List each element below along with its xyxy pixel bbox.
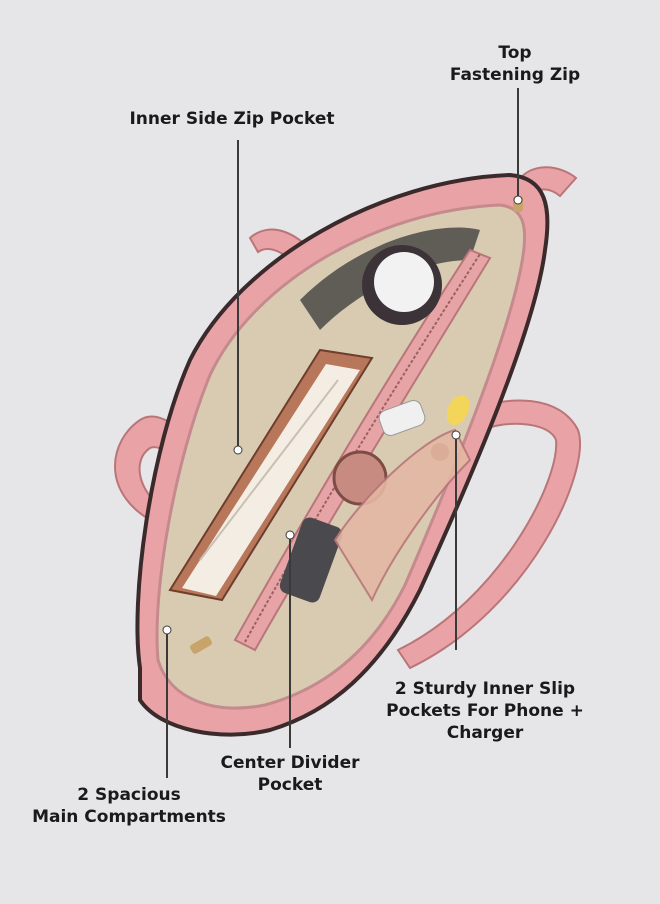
marker-inner-side (233, 445, 243, 455)
phone (279, 517, 343, 603)
callout-main-line-1: 2 Spacious (77, 785, 181, 805)
callout-slip-line-1: 2 Sturdy Inner Slip (394, 679, 576, 699)
earbuds-case (378, 400, 426, 436)
callout-divider-line-2: Pocket (257, 775, 323, 795)
callout-main-line-2: Main Compartments (32, 807, 226, 827)
slip-pocket (333, 428, 472, 603)
book (168, 348, 374, 602)
callout-divider-line-1: Center Divider (220, 753, 360, 773)
right-handle-front (396, 399, 581, 670)
callout-top-line-2: Fastening Zip (449, 65, 581, 85)
callout-side-line-1: Inner Side Zip Pocket (129, 109, 335, 129)
callout-main-compartments: 2 Spacious Main Compartments (24, 784, 234, 828)
marker-slip (451, 430, 461, 440)
marker-top-zip (513, 195, 523, 205)
callout-center-divider-pocket: Center Divider Pocket (210, 752, 370, 796)
callout-slip-line-2: Pockets For Phone + (386, 701, 584, 721)
callout-top-line-1: Top (498, 43, 532, 63)
yellow-item (446, 394, 470, 426)
callout-inner-side-zip-pocket: Inner Side Zip Pocket (122, 108, 342, 130)
callout-top-fastening-zip: Top Fastening Zip (445, 42, 585, 86)
callout-inner-slip-pockets: 2 Sturdy Inner Slip Pockets For Phone + … (380, 678, 590, 744)
marker-main (162, 625, 172, 635)
bottom-zip-puller (190, 636, 212, 654)
cosmetic-jar-lid (374, 252, 434, 312)
callout-slip-line-3: Charger (446, 723, 524, 743)
marker-divider (285, 530, 295, 540)
